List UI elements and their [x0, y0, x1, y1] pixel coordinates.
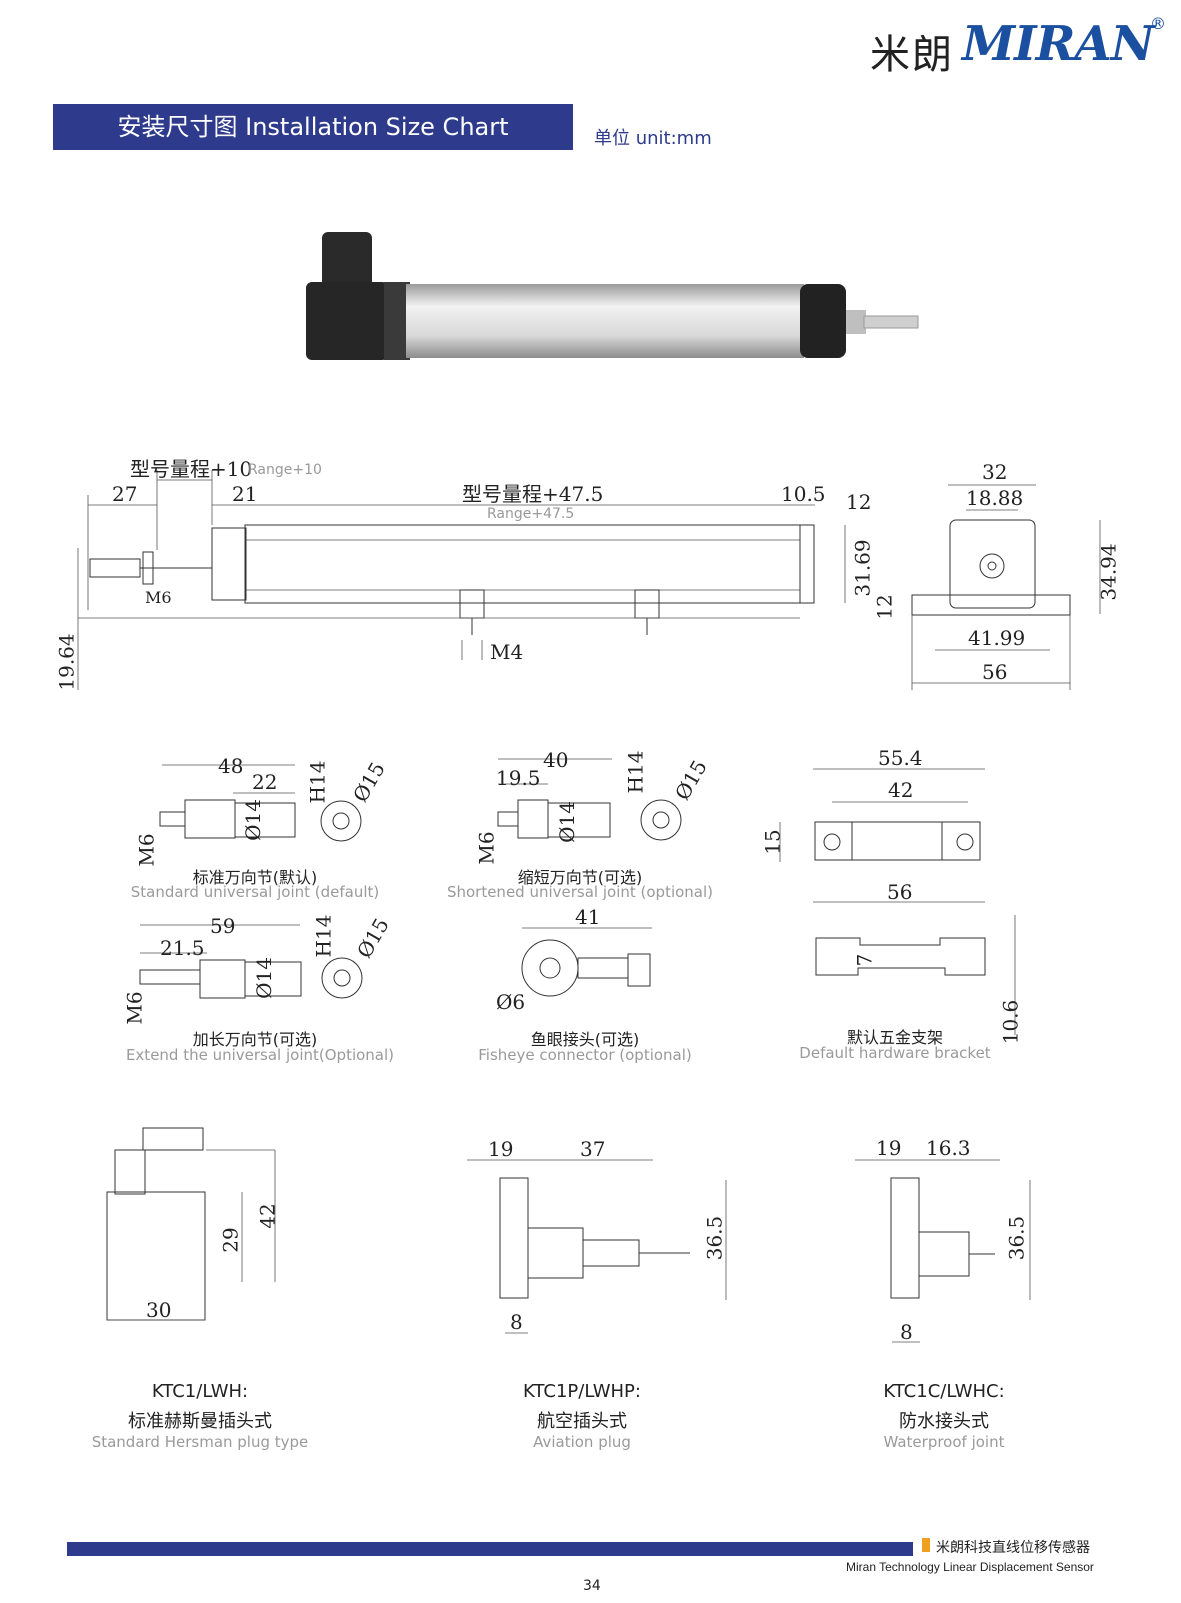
ext-m6: M6 — [122, 991, 147, 1025]
thread-m4: M4 — [490, 640, 524, 664]
std-d14: Ø14 — [240, 799, 265, 841]
ext-d14: Ø14 — [251, 957, 276, 999]
hw-bracket-dim-56: 56 — [887, 880, 913, 904]
plug-drawings — [106, 1127, 1031, 1343]
std-joint-caption-cn: 标准万向节(默认) — [192, 868, 318, 887]
short-d14: Ø14 — [554, 801, 579, 843]
footer-bar — [67, 1542, 913, 1556]
page-number: 34 — [583, 1578, 601, 1594]
hw-bracket-caption-cn: 默认五金支架 — [846, 1028, 943, 1047]
plug2-dim-37: 37 — [580, 1137, 606, 1161]
dim-10-5: 10.5 — [781, 482, 826, 506]
unit-label: 单位 unit:mm — [594, 128, 712, 149]
registered-mark: ® — [1150, 14, 1166, 33]
fisheye-caption-cn: 鱼眼接头(可选) — [530, 1030, 640, 1049]
bracket-dim-15: 15 — [760, 829, 785, 855]
plug3-model: KTC1C/LWHC: — [883, 1381, 1005, 1402]
end-dim-56: 56 — [982, 660, 1008, 684]
plug1-dim-42: 42 — [255, 1203, 280, 1229]
range-plus-47-en: Range+47.5 — [487, 506, 575, 522]
dim-12: 12 — [846, 490, 872, 514]
ext-h14: H14 — [311, 914, 336, 958]
short-h14: H14 — [623, 750, 648, 794]
plug1-model: KTC1/LWH: — [151, 1381, 249, 1402]
fisheye-dim-41: 41 — [575, 905, 601, 929]
plug3-caption-cn: 防水接头式 — [899, 1411, 989, 1432]
range-plus-47-cn: 型号量程+47.5 — [462, 482, 604, 506]
short-m6: M6 — [474, 831, 499, 865]
footer-company-en: Miran Technology Linear Displacement Sen… — [846, 1560, 1094, 1574]
end-dim-34-94: 34.94 — [1096, 543, 1121, 601]
plug2-caption-cn: 航空插头式 — [537, 1411, 627, 1432]
brand-en-logo: MIRAN — [962, 16, 1155, 72]
hw-bracket-caption-en: Default hardware bracket — [799, 1044, 991, 1062]
short-joint-caption-en: Shortened universal joint (optional) — [446, 883, 714, 901]
dim-21: 21 — [232, 482, 258, 506]
brand-cn-logo: 米朗 — [870, 32, 954, 78]
range-plus-10-cn: 型号量程+10 — [130, 457, 253, 481]
main-side-view — [77, 470, 846, 690]
std-dim-48: 48 — [218, 754, 244, 778]
plug3-dim-8: 8 — [900, 1320, 913, 1344]
plug2-model: KTC1P/LWHP: — [523, 1381, 641, 1402]
std-dim-22: 22 — [252, 770, 278, 794]
thread-m6: M6 — [145, 588, 172, 607]
short-joint-caption-cn: 缩短万向节(可选) — [517, 868, 643, 887]
plug1-dim-29: 29 — [218, 1227, 243, 1253]
end-dim-41-99: 41.99 — [968, 626, 1026, 650]
dim-27: 27 — [112, 482, 138, 506]
plug3-dim-36-5: 36.5 — [1004, 1215, 1029, 1261]
plug3-caption-en: Waterproof joint — [883, 1433, 1005, 1451]
end-dim-18-88: 18.88 — [966, 486, 1024, 510]
plug1-caption-cn: 标准赫斯曼插头式 — [128, 1411, 272, 1432]
std-h14: H14 — [305, 760, 330, 804]
hw-bracket-dim-7: 7 — [852, 953, 877, 967]
joint-drawings — [139, 758, 682, 999]
footer-accent-mark — [922, 1538, 930, 1552]
end-view — [911, 484, 1101, 690]
fisheye-caption-en: Fisheye connector (optional) — [478, 1046, 692, 1064]
std-m6: M6 — [134, 833, 159, 867]
ext-dim-21-5: 21.5 — [160, 936, 205, 960]
plug2-dim-8: 8 — [510, 1310, 523, 1334]
plug2-dim-36-5: 36.5 — [702, 1215, 727, 1261]
end-dim-32: 32 — [982, 460, 1008, 484]
std-joint-caption-en: Standard universal joint (default) — [130, 883, 380, 901]
bracket-drawings — [779, 768, 1016, 1035]
plug3-dim-16-3: 16.3 — [926, 1136, 971, 1160]
plug2-caption-en: Aviation plug — [533, 1433, 631, 1451]
ext-joint-caption-en: Extend the universal joint(Optional) — [125, 1046, 395, 1064]
ext-joint-caption-cn: 加长万向节(可选) — [192, 1030, 318, 1049]
plug2-dim-19: 19 — [488, 1137, 514, 1161]
plug3-dim-19: 19 — [876, 1136, 902, 1160]
bracket-dim-55-4: 55.4 — [878, 746, 923, 770]
short-dim-19-5: 19.5 — [496, 766, 541, 790]
ext-dim-59: 59 — [210, 914, 236, 938]
section-title: 安装尺寸图 Installation Size Chart — [53, 104, 573, 150]
plug1-caption-en: Standard Hersman plug type — [91, 1433, 309, 1451]
fisheye-d6: Ø6 — [496, 990, 526, 1014]
product-photo — [306, 232, 919, 360]
end-dim-12: 12 — [872, 594, 897, 620]
bracket-dim-42: 42 — [888, 778, 914, 802]
plug1-dim-30: 30 — [146, 1298, 172, 1322]
dim-31-69: 31.69 — [850, 539, 875, 597]
short-dim-40: 40 — [543, 748, 569, 772]
dim-19-64: 19.64 — [54, 633, 79, 691]
footer-company-cn: 米朗科技直线位移传感器 — [936, 1540, 1090, 1556]
range-plus-10-en: Range+10 — [248, 462, 322, 478]
